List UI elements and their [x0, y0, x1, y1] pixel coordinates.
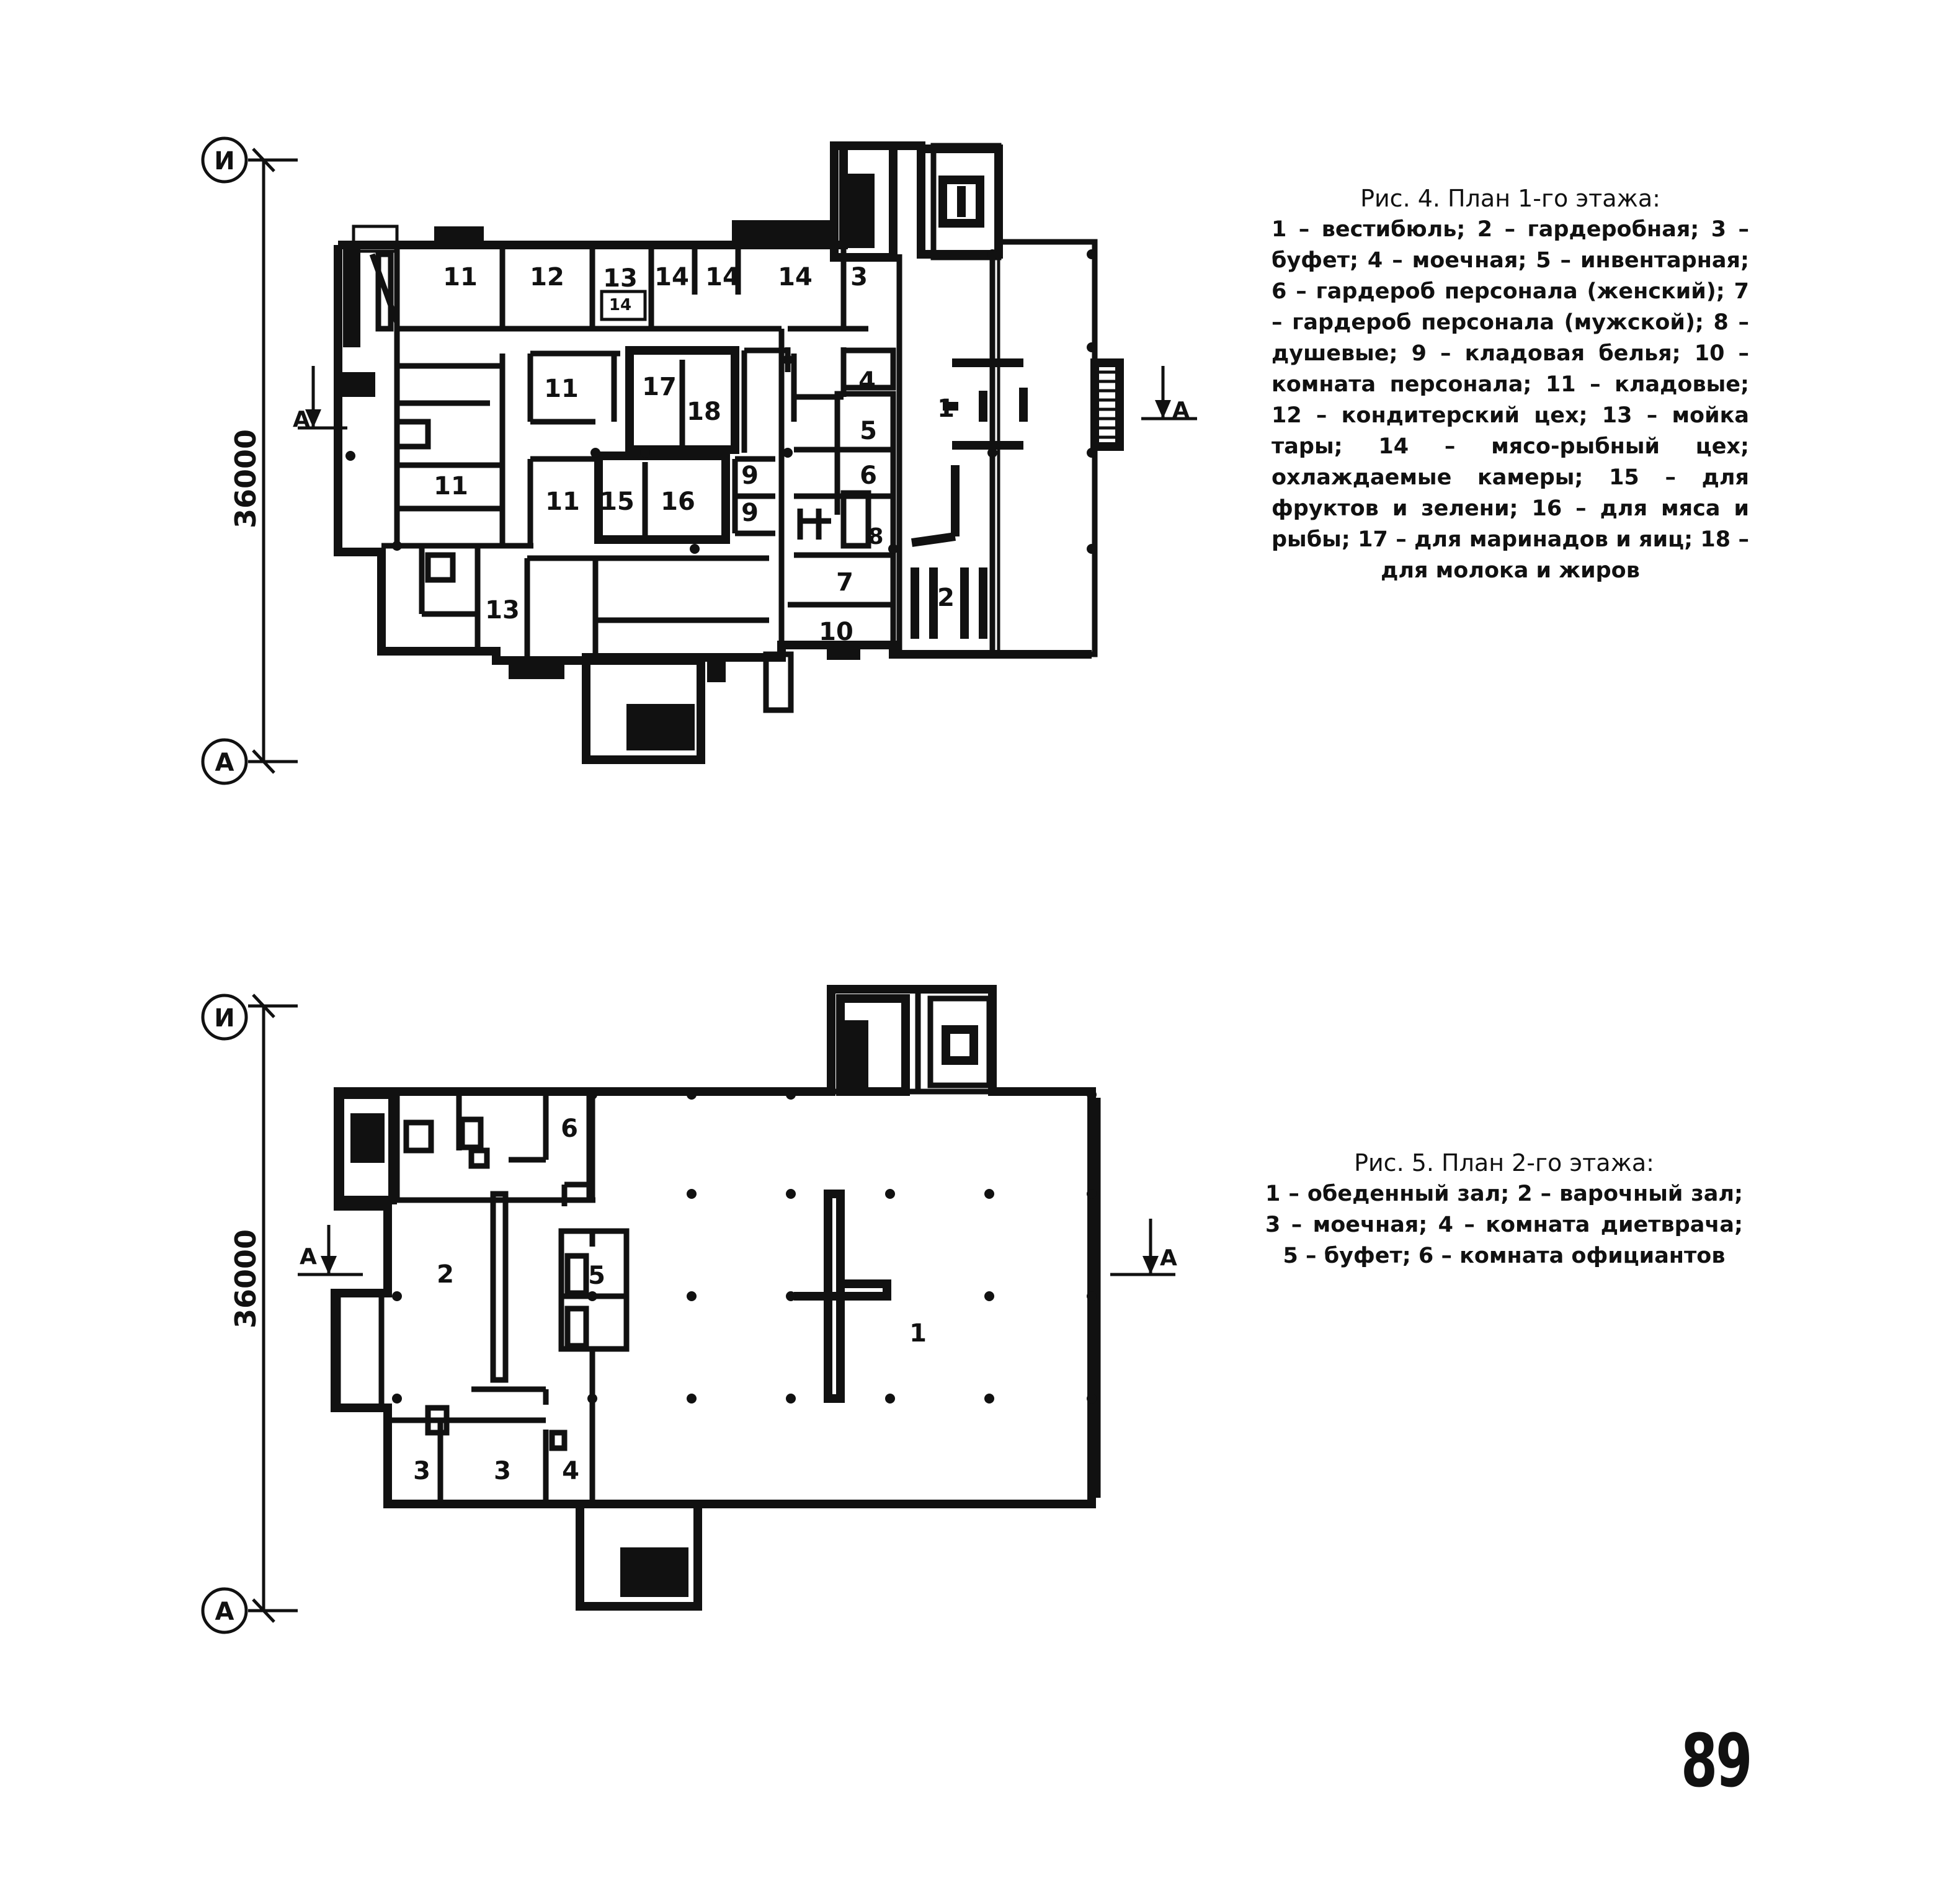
fig4-room-label: 14	[654, 263, 689, 291]
fig5-section-left-label: А	[300, 1244, 317, 1270]
fig4-room-label: 18	[687, 398, 721, 426]
fig4-room-label: 6	[860, 461, 877, 490]
fig5-dimension-line	[201, 994, 298, 1634]
fig4-room-label: 13	[603, 264, 638, 293]
page-number: 89	[1681, 1718, 1752, 1804]
fig5-room-label: 3	[494, 1457, 511, 1485]
fig4-building-walls	[334, 141, 1124, 764]
fig4-room-label: 16	[661, 487, 695, 516]
fig5-axis-top-label: И	[214, 1004, 234, 1033]
fig4-axis-top-label: И	[214, 147, 234, 176]
fig4-dimension-label: 36000	[229, 429, 262, 528]
fig5-building-walls	[331, 985, 1101, 1611]
fig4-section-right-label: А	[1172, 398, 1190, 423]
fig4-stair-right	[1098, 370, 1116, 439]
fig5-room-label: 3	[413, 1457, 430, 1485]
fig5-room-label: 1	[909, 1319, 927, 1348]
fig4-room-label: 5	[860, 417, 877, 445]
fig4-room-label: 7	[836, 568, 853, 597]
figure-4-caption: Рис. 4. План 1-го этажа: 1 – вестибюль; …	[1272, 183, 1749, 586]
fig4-room-label: 14	[778, 263, 813, 291]
figure-5-caption-legend: 1 – обеденный зал; 2 – варочный зал; 3 –…	[1265, 1181, 1743, 1268]
fig4-room-label: 17	[642, 373, 677, 401]
fig5-section-right-label: А	[1160, 1245, 1177, 1271]
fig4-columns	[345, 249, 1097, 554]
fig4-room-label: 1	[937, 394, 955, 423]
fig4-dimension-line	[201, 136, 298, 785]
fig4-room-label: 4	[858, 367, 876, 396]
fig4-room-label: 11	[434, 472, 468, 500]
figure-5-caption: Рис. 5. План 2-го этажа: 1 – обеденный з…	[1265, 1147, 1743, 1271]
fig4-room-label: 11	[544, 375, 579, 403]
fig4-room-label: 8	[868, 524, 883, 549]
figure-4-first-floor-plan: И А 36000 А А	[201, 136, 1197, 785]
fig4-room-label: 11	[443, 263, 478, 291]
fig5-room-label: 5	[588, 1261, 605, 1290]
fig4-room-label: 13	[485, 596, 520, 625]
figure-5-second-floor-plan: И А 36000 А А	[201, 985, 1177, 1634]
fig4-room-label: 9	[741, 461, 759, 490]
fig4-room-label: 2	[937, 584, 955, 612]
fig5-axis-bottom-label: А	[215, 1598, 234, 1626]
fig4-room-label: 10	[819, 618, 853, 646]
fig5-room-label: 2	[437, 1260, 454, 1289]
fig5-room-label: 4	[562, 1457, 579, 1485]
figure-4-caption-title: Рис. 4. План 1-го этажа:	[1360, 185, 1660, 212]
fig5-columns	[392, 1090, 1097, 1404]
fig4-room-label: 12	[530, 263, 564, 291]
figure-5-caption-title: Рис. 5. План 2-го этажа:	[1354, 1149, 1654, 1177]
fig4-axis-bottom-label: А	[215, 749, 234, 777]
figure-4-caption-legend: 1 – вестибюль; 2 – гардеробная; 3 – буфе…	[1272, 217, 1749, 583]
fig4-room-label: 15	[600, 487, 635, 516]
fig4-room-label: 14	[609, 296, 631, 314]
fig4-section-markers	[298, 366, 1197, 430]
fig4-room-label: 14	[705, 263, 740, 291]
fig5-dimension-label: 36000	[229, 1229, 262, 1328]
fig5-section-markers	[298, 1219, 1175, 1276]
fig4-room-labels: 11 12 13 14 14 14 14 3 11 17 18 4 5 1 11…	[434, 263, 955, 646]
fig4-room-label: 9	[741, 499, 759, 527]
fig5-room-label: 6	[561, 1114, 578, 1143]
fig4-room-label: 3	[850, 263, 868, 291]
fig4-section-left-label: А	[293, 407, 310, 432]
fig4-room-label: 11	[545, 487, 580, 516]
fig5-room-labels: 6 2 5 1 3 3 4	[413, 1114, 927, 1485]
